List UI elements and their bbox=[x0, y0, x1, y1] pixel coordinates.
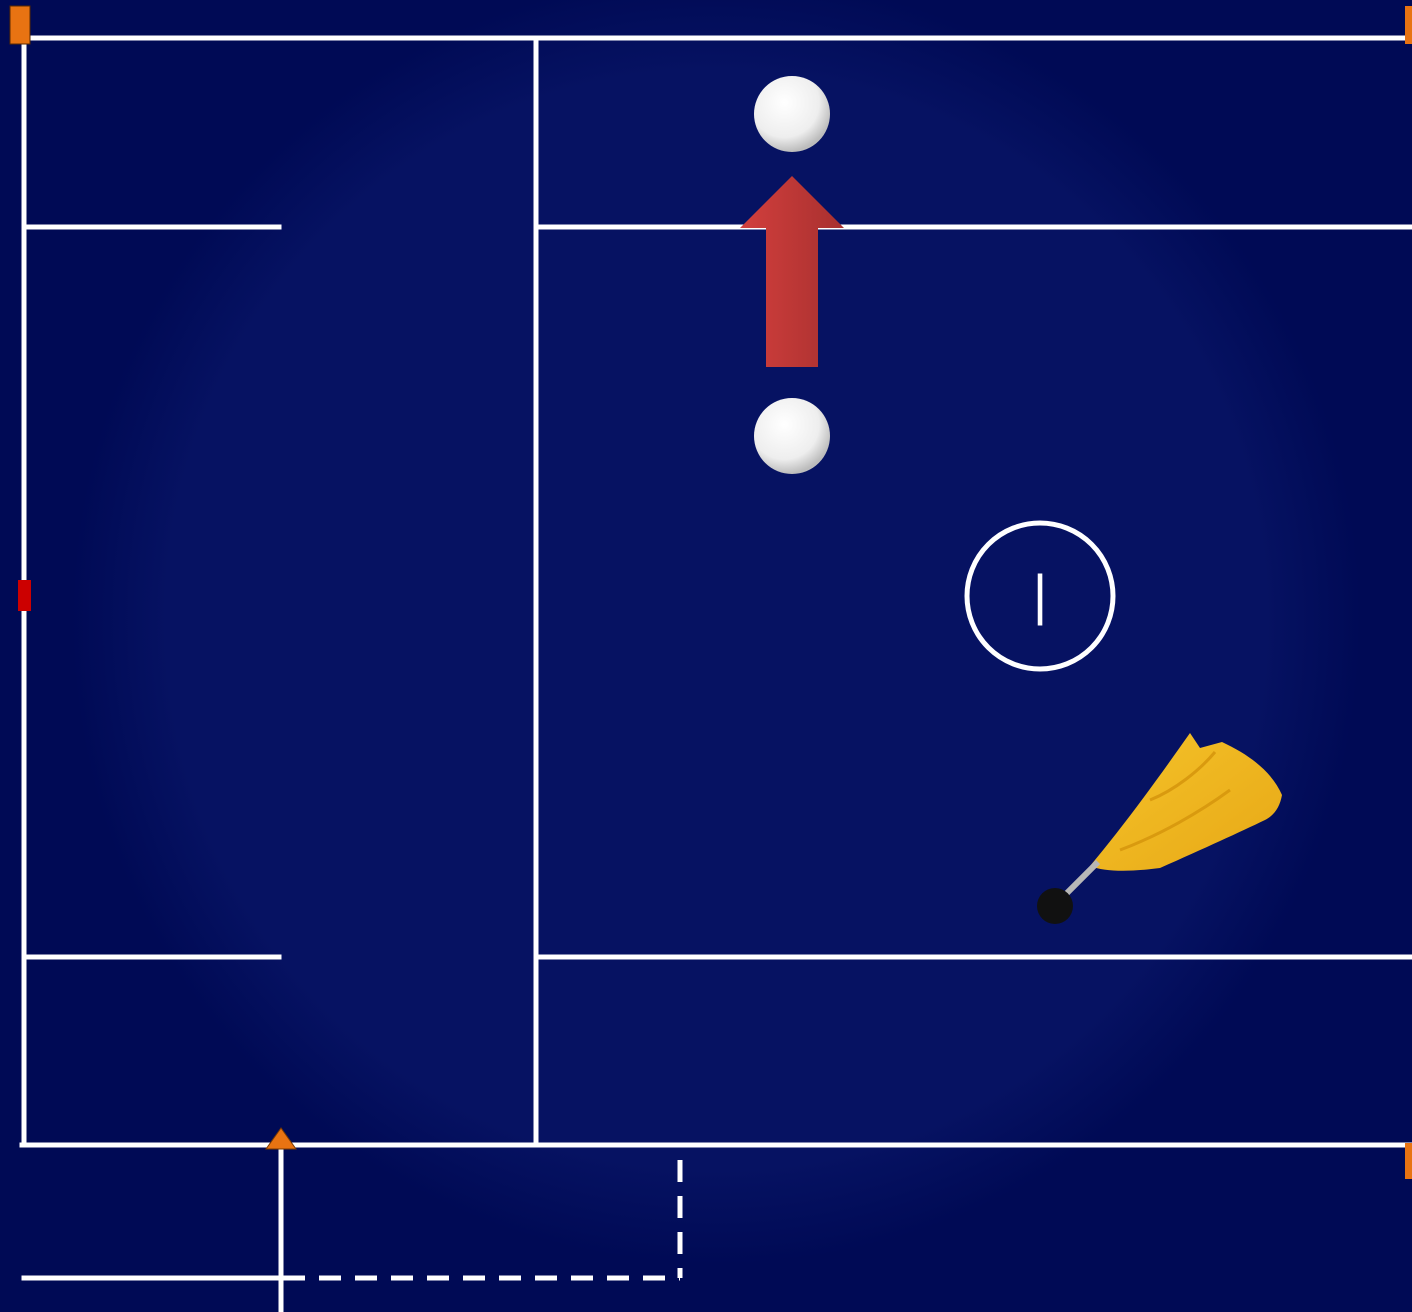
player-ball-top bbox=[754, 76, 830, 152]
player-ball-bottom bbox=[754, 398, 830, 474]
corner-marker-top-left bbox=[10, 6, 30, 44]
official-symbol: | bbox=[1033, 563, 1048, 626]
corner-marker-top-right bbox=[1405, 6, 1412, 44]
center-line-marker bbox=[18, 580, 31, 611]
field-glow bbox=[71, 0, 1361, 1265]
corner-marker-bottom-right bbox=[1405, 1143, 1412, 1179]
penalty-flag-weight bbox=[1037, 888, 1073, 924]
